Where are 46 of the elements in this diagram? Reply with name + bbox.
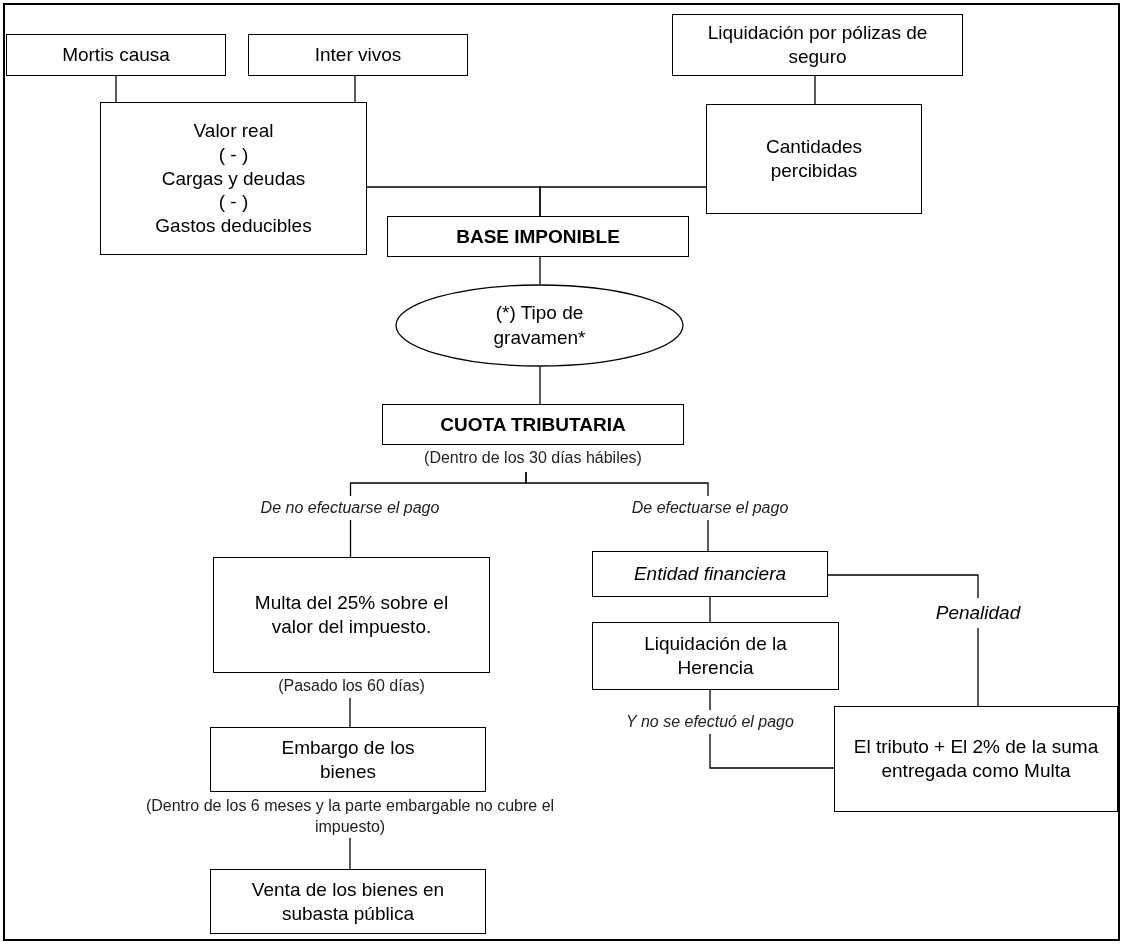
node-text: Cantidades percibidas bbox=[764, 135, 864, 183]
node-text: El tributo + El 2% de la suma entregada como Multa bbox=[852, 735, 1100, 783]
node-text: Mortis causa bbox=[61, 43, 171, 67]
process-box bbox=[834, 706, 1118, 812]
node-text: Cargas y deudas bbox=[160, 166, 307, 191]
connector-line bbox=[709, 596, 711, 623]
connector-line bbox=[539, 256, 541, 285]
connector-line bbox=[115, 75, 117, 103]
node-text: ( - ) bbox=[217, 142, 250, 167]
connector-line bbox=[539, 186, 707, 217]
connector-line bbox=[539, 366, 541, 405]
process-box bbox=[210, 869, 486, 934]
node-text: (*) Tipo de gravamen* bbox=[492, 300, 587, 350]
node-text: BASE IMPONIBLE bbox=[455, 224, 621, 249]
process-box bbox=[592, 622, 839, 690]
connector-line bbox=[525, 471, 709, 552]
node-text: Entidad financiera bbox=[632, 562, 788, 586]
node-text: Penalidad bbox=[934, 601, 1022, 625]
connector-line bbox=[354, 75, 356, 103]
node-text: CUOTA TRIBUTARIA bbox=[439, 412, 627, 437]
process-box bbox=[248, 34, 468, 76]
process-box bbox=[592, 551, 828, 597]
process-box bbox=[100, 102, 367, 255]
node-text: Venta de los bienes en subasta pública bbox=[250, 877, 446, 926]
process-box bbox=[706, 104, 922, 214]
connector-line bbox=[814, 75, 816, 105]
ellipse-node bbox=[395, 284, 684, 367]
node-text: Multa del 25% sobre el valor del impuesto. bbox=[253, 591, 450, 639]
process-box bbox=[382, 404, 684, 445]
node-text: Liquidación por pólizas de seguro bbox=[706, 21, 929, 69]
node-text: Valor real bbox=[192, 119, 275, 143]
node-text: ( - ) bbox=[217, 190, 250, 215]
process-box bbox=[387, 216, 689, 257]
process-box bbox=[210, 727, 486, 792]
connector-line bbox=[709, 689, 835, 769]
node-text: Inter vivos bbox=[313, 43, 403, 67]
node-text: Liquidación de la Herencia bbox=[643, 632, 788, 680]
connector-line bbox=[977, 627, 979, 707]
connector-line bbox=[827, 574, 979, 599]
process-box bbox=[672, 14, 963, 76]
connector-line bbox=[349, 837, 351, 870]
connector-line bbox=[349, 697, 351, 728]
process-box bbox=[6, 34, 226, 76]
node-text: Gastos deducibles bbox=[154, 214, 313, 238]
node-text: Embargo de los bienes bbox=[280, 735, 416, 784]
process-box bbox=[213, 557, 490, 673]
